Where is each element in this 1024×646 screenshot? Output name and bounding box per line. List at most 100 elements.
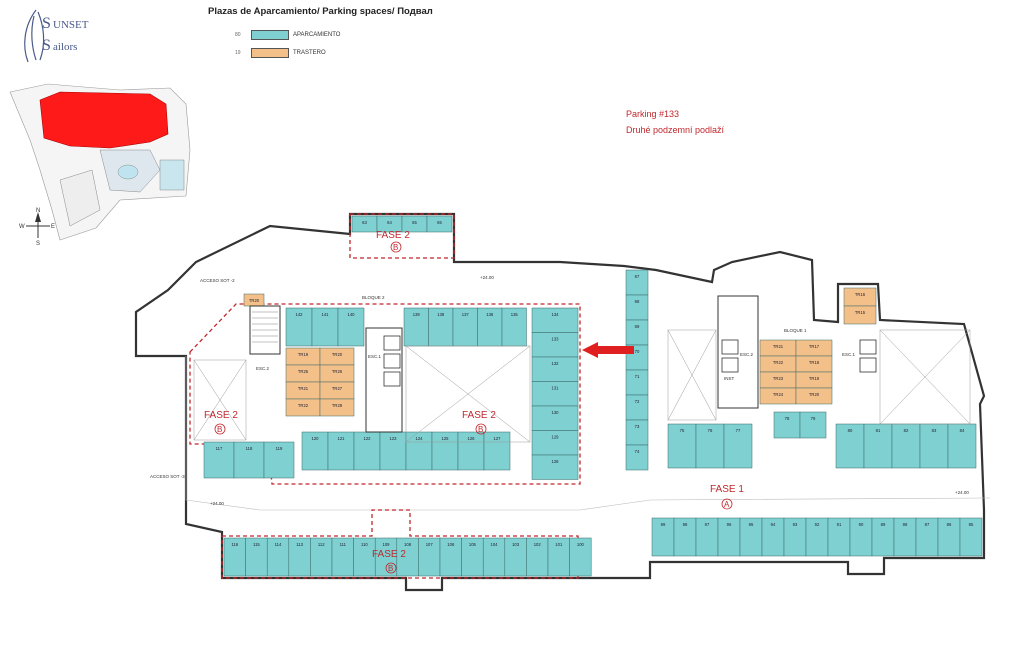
esc1-label-b1: ESC.1 bbox=[842, 352, 856, 357]
parking-space-label: 92 bbox=[815, 522, 820, 527]
fase-letter: A bbox=[724, 500, 730, 509]
fase-label-bottom: FASE 2 B bbox=[372, 549, 406, 574]
parking-space-label: 138 bbox=[437, 312, 445, 317]
fase-label-center: FASE 2 B bbox=[462, 410, 496, 435]
parking-space-label: 102 bbox=[534, 542, 542, 547]
fase-label-top: FASE 2 B bbox=[376, 230, 410, 253]
acceso-top-label: ACCESO SOT -2 bbox=[200, 278, 235, 283]
storage-room-label: TR21 bbox=[298, 386, 309, 391]
storage-room-label: TR28 bbox=[332, 403, 343, 408]
storage-room bbox=[843, 287, 877, 307]
parking-space bbox=[947, 423, 977, 469]
parking-space-label: 113 bbox=[296, 542, 303, 547]
parking-space bbox=[531, 381, 579, 407]
parking-space-label: 136 bbox=[486, 312, 494, 317]
parking-space-label: 90 bbox=[859, 522, 864, 527]
storage-room-label: TR23 bbox=[773, 376, 784, 381]
legend-num: 19 bbox=[235, 50, 241, 56]
storage-room-label: TR17 bbox=[809, 344, 820, 349]
parking-space bbox=[327, 431, 355, 471]
logo-line1: UNSET bbox=[53, 19, 89, 31]
parking-space-label: 142 bbox=[296, 312, 304, 317]
parking-space-label: 78 bbox=[785, 416, 790, 421]
parking-space bbox=[531, 356, 579, 382]
parking-space-label: 116 bbox=[231, 542, 238, 547]
fase-label-left: FASE 2 B bbox=[204, 410, 238, 435]
parking-space-label: 81 bbox=[876, 428, 881, 433]
parking-space bbox=[301, 431, 329, 471]
fase-text: FASE 1 bbox=[710, 484, 744, 495]
parking-space-label: 79 bbox=[811, 416, 816, 421]
parking-space-label: 101 bbox=[555, 542, 563, 547]
fase-text: FASE 2 bbox=[462, 410, 496, 421]
parking-space-label: 86 bbox=[947, 522, 952, 527]
parking-space-label: 96 bbox=[727, 522, 732, 527]
parking-space-label: 74 bbox=[635, 449, 640, 454]
parking-space-label: 125 bbox=[442, 436, 450, 441]
fase2-bottom-region bbox=[221, 509, 579, 579]
bloque2-label: BLOQUE 2 bbox=[362, 295, 385, 300]
parking-space bbox=[625, 444, 649, 471]
fase-letter: B bbox=[388, 564, 393, 573]
parking-space bbox=[723, 423, 753, 469]
parking-space bbox=[667, 423, 697, 469]
parking-space-label: 106 bbox=[447, 542, 455, 547]
parking-space bbox=[959, 517, 983, 557]
parking-space-label: 117 bbox=[216, 446, 223, 451]
parking-space-label: 98 bbox=[683, 522, 688, 527]
parking-space-label: 109 bbox=[383, 542, 391, 547]
fase2-top-region bbox=[349, 213, 455, 259]
legend-swatch-parking bbox=[251, 30, 289, 40]
parking-space-label: 63 bbox=[362, 220, 367, 225]
parking-space bbox=[311, 307, 339, 347]
parking-space-label: 132 bbox=[552, 361, 560, 366]
parking-space-label: 71 bbox=[635, 374, 640, 379]
legend-label: TRASTERO bbox=[293, 50, 326, 56]
storage-room-label: TR16 bbox=[855, 292, 866, 297]
parking-space bbox=[501, 307, 527, 347]
parking-space-label: 103 bbox=[512, 542, 520, 547]
parking-space-label: 105 bbox=[469, 542, 477, 547]
parking-space bbox=[263, 441, 295, 479]
storage-room bbox=[843, 305, 877, 325]
level-label-left: +24.00 bbox=[210, 501, 224, 506]
parking-space-label: 121 bbox=[338, 436, 346, 441]
fase-text: FASE 2 bbox=[376, 230, 410, 241]
parking-space-label: 94 bbox=[771, 522, 776, 527]
storage-room bbox=[319, 398, 355, 417]
parking-space bbox=[285, 307, 313, 347]
parking-space-label: 84 bbox=[960, 428, 965, 433]
parking-space bbox=[233, 441, 265, 479]
logo-s-1: S bbox=[42, 15, 51, 32]
parking-space-label: 77 bbox=[736, 428, 741, 433]
parking-space-label: 129 bbox=[552, 435, 560, 440]
compass-e: E bbox=[51, 224, 55, 230]
parking-space bbox=[799, 411, 827, 439]
parking-space bbox=[863, 423, 893, 469]
parking-space-label: 93 bbox=[793, 522, 798, 527]
parking-space-label: 64 bbox=[387, 220, 392, 225]
fase-letter: B bbox=[478, 425, 483, 434]
parking-space-label: 122 bbox=[364, 436, 372, 441]
fase-letter: B bbox=[217, 425, 222, 434]
parking-space-label: 123 bbox=[390, 436, 398, 441]
parking-space-label: 115 bbox=[253, 542, 260, 547]
storage-room-label: TR26 bbox=[332, 369, 343, 374]
compass-s: S bbox=[36, 241, 40, 247]
parking-space-label: 69 bbox=[635, 324, 640, 329]
fase2-center-region bbox=[189, 303, 581, 485]
parking-space-label: 114 bbox=[275, 542, 282, 547]
parking-space-label: 141 bbox=[322, 312, 330, 317]
esc2-label-b1: ESC.2 bbox=[740, 352, 754, 357]
parking-space-label: 80 bbox=[848, 428, 853, 433]
stair-core-center bbox=[365, 327, 403, 433]
parking-space-label: 135 bbox=[511, 312, 519, 317]
sail-logo-icon: S UNSET S ailors bbox=[24, 9, 89, 63]
bloque1-label: BLOQUE 1 bbox=[784, 328, 807, 333]
parking-space-label: 83 bbox=[932, 428, 937, 433]
parking-space-label: 112 bbox=[318, 542, 325, 547]
parking-space bbox=[203, 441, 235, 479]
parking-space-label: 95 bbox=[749, 522, 754, 527]
stair-core-right bbox=[717, 295, 877, 409]
storage-room-label: TR24 bbox=[773, 392, 784, 397]
